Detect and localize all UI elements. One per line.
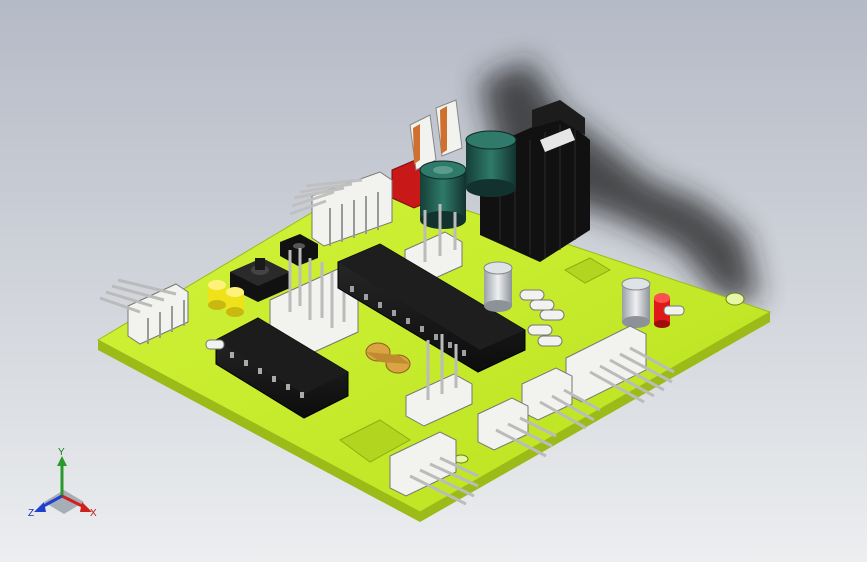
- electrolytic-capacitor-large-1[interactable]: [419, 160, 467, 229]
- smd-footprint-1: [339, 419, 411, 463]
- yellow-led-2[interactable]: [226, 287, 244, 317]
- electrolytic-capacitor-large-2[interactable]: [465, 130, 517, 197]
- ic-dip-28[interactable]: [337, 243, 526, 373]
- x-axis-arrow: [80, 502, 92, 512]
- z-axis-arrow: [34, 502, 46, 512]
- capacitor-small-1[interactable]: [483, 261, 513, 312]
- resistor-group[interactable]: [205, 289, 685, 350]
- ic-dip-16[interactable]: [215, 317, 349, 419]
- capacitor-small-2[interactable]: [621, 277, 651, 328]
- tactile-switch[interactable]: [230, 258, 290, 302]
- yellow-led-1[interactable]: [208, 280, 226, 310]
- x-axis-label: X: [90, 508, 97, 519]
- board-edge: [98, 312, 770, 522]
- triad-base: [44, 490, 84, 514]
- connector-3pin-right[interactable]: [521, 367, 601, 430]
- mounting-hole-right: [725, 292, 745, 306]
- pin-header-4pin-left[interactable]: [99, 278, 189, 345]
- z-axis-label: Z: [28, 508, 34, 519]
- y-axis-arrow: [57, 456, 67, 466]
- pin-header-6pin-top[interactable]: [289, 171, 393, 247]
- y-axis-label: Y: [58, 447, 65, 458]
- axis-triad: Y X Z: [28, 447, 97, 519]
- smd-footprint-2: [563, 257, 612, 284]
- red-led[interactable]: [654, 293, 670, 328]
- crystal-oscillator[interactable]: [365, 342, 411, 374]
- connector-3pin-middle[interactable]: [477, 397, 557, 458]
- pin-header-3pin-lower[interactable]: [405, 334, 473, 427]
- connector-5pin-right[interactable]: [565, 325, 675, 404]
- connector-4pin-bottom[interactable]: [389, 431, 479, 506]
